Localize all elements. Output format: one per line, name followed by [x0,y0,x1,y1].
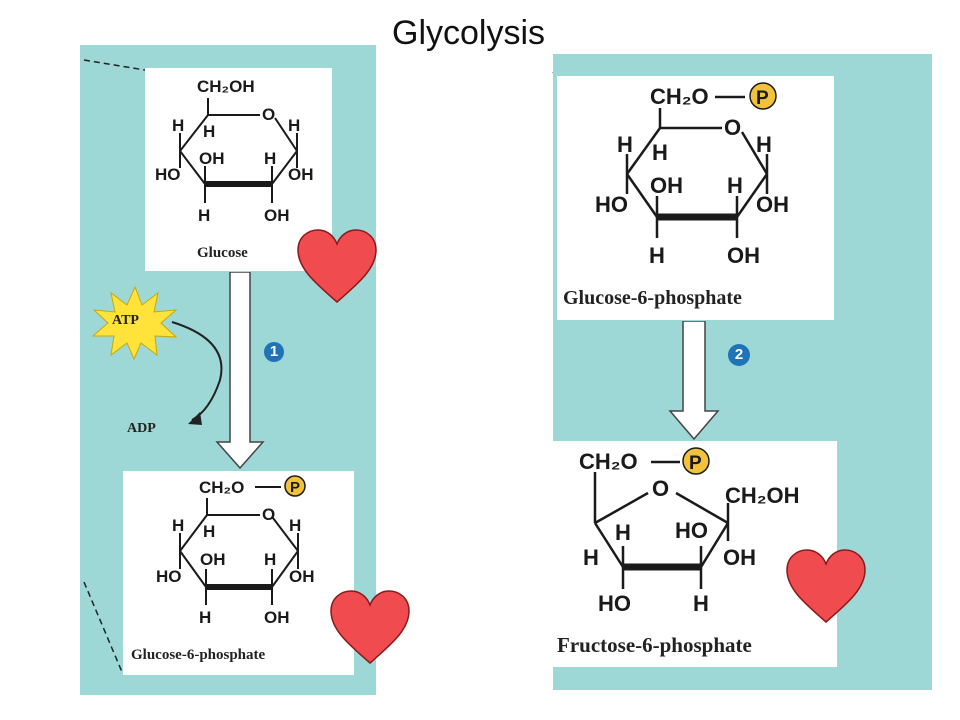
fructose-6-phosphate-label: Fructose-6-phosphate [557,633,752,657]
oh-label: OH [288,165,314,184]
ho-label: HO [598,591,631,616]
h-label: H [172,116,184,135]
ho-label: HO [675,518,708,543]
oh-label: OH [756,192,789,217]
title: Glycolysis [392,14,546,52]
glucose-6-phosphate-card-left: CH₂O P O H H H OH H HO OH H OH Glucose-6… [123,471,354,675]
oh-label: OH [199,149,225,168]
glucose-6-phosphate-structure-large: CH₂O P O H H H OH H HO OH H OH [595,82,789,268]
oh-label: OH [200,550,226,569]
h-label: H [615,520,631,545]
h-label: H [727,173,743,198]
heart-icon [786,549,866,623]
ch2o-label: CH₂O [579,449,638,474]
h-label: H [264,550,276,569]
h-label: H [652,140,668,165]
fructose-6-phosphate-structure: CH₂O P O CH₂OH H HO H OH HO H [579,447,800,616]
phosphate-label: P [290,479,300,496]
h-label: H [617,132,633,157]
oh-label: OH [723,545,756,570]
h-label: H [199,608,211,627]
adp-label: ADP [127,421,156,436]
glucose-6-phosphate-label-left: Glucose-6-phosphate [131,647,266,663]
ho-label: HO [156,567,182,586]
h-label: H [198,206,210,225]
glucose-6-phosphate-card-right: CH₂O P O H H H OH H HO OH H OH Glucose-6… [557,76,834,320]
step-2-badge: 2 [728,344,750,366]
step-1-arrow [215,272,265,470]
h-label: H [203,122,215,141]
h-label: H [288,116,300,135]
h-label: H [756,132,772,157]
oh-label: OH [727,243,760,268]
ch2o-label: CH₂O [199,478,244,497]
phosphate-label: P [689,453,702,474]
glucose-label: Glucose [197,245,248,261]
h-label: H [693,591,709,616]
oh-label: OH [650,173,683,198]
glucose-card: CH₂OH O H H H OH H HO OH H OH Glucose [145,68,332,271]
atp-star-icon [91,285,178,361]
step-2-arrow [668,321,720,441]
ring-oxygen-label: O [262,505,275,524]
heart-icon [297,229,377,303]
glucose-structure: CH₂OH O H H H OH H HO OH H OH [155,77,314,225]
fructose-6-phosphate-card: CH₂O P O CH₂OH H HO H OH HO H Fructose-6… [553,441,837,667]
h-label: H [203,522,215,541]
oh-label: OH [264,608,290,627]
ring-oxygen-label: O [262,105,275,124]
atp-adp-curve-arrow [171,321,223,425]
oh-label: OH [289,567,315,586]
ch2oh-label: CH₂OH [725,483,800,508]
glucose-6-phosphate-structure: CH₂O P O H H H OH H HO OH H OH [156,475,315,627]
step-1-badge: 1 [264,342,284,362]
ho-label: HO [595,192,628,217]
oh-label: OH [264,206,290,225]
h-label: H [289,516,301,535]
ch2o-label: CH₂O [650,84,709,109]
phosphate-label: P [756,88,769,109]
ring-oxygen-label: O [724,115,741,140]
ch2oh-label: CH₂OH [197,77,255,96]
glucose-6-phosphate-label-right: Glucose-6-phosphate [563,287,742,309]
h-label: H [649,243,665,268]
ring-oxygen-label: O [652,476,669,501]
h-label: H [583,545,599,570]
h-label: H [172,516,184,535]
atp-label: ATP [112,313,139,328]
heart-icon [330,590,410,664]
h-label: H [264,149,276,168]
ho-label: HO [155,165,181,184]
